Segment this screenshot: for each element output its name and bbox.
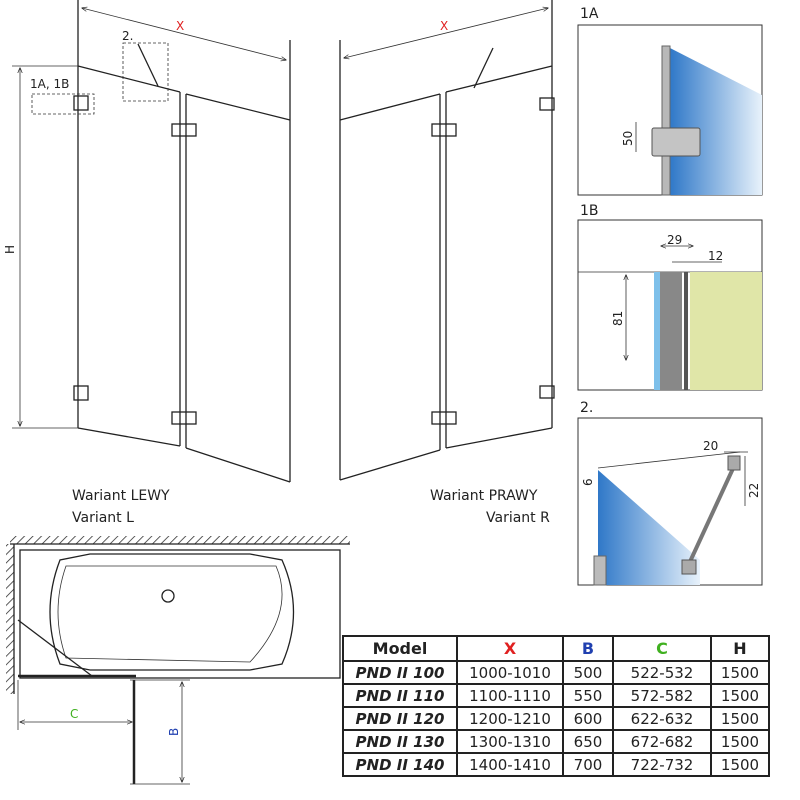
- detail-1b-gap: 12: [708, 249, 723, 263]
- variant-left-title: Wariant LEWY: [72, 488, 170, 504]
- table-row: PND II 130 1300-1310 650 672-682 1500: [342, 729, 770, 754]
- door-hinge: [171, 411, 197, 425]
- cell-model: PND II 110: [342, 683, 458, 708]
- detail-2-dim-b: 22: [747, 483, 761, 498]
- detail-2-dim-c: 6: [581, 478, 595, 486]
- detail-1a-dimension: 50: [621, 131, 635, 146]
- detail-2: 2. 20 22 6: [577, 400, 763, 586]
- cell-h: 1500: [710, 660, 770, 685]
- detail-1a1b-callout: 1A, 1B: [30, 77, 69, 91]
- cell-model: PND II 100: [342, 660, 458, 685]
- cell-b: 700: [562, 752, 614, 777]
- detail-1a-title: 1A: [580, 6, 599, 22]
- header-b: B: [562, 635, 614, 662]
- cell-b: 500: [562, 660, 614, 685]
- cell-c: 722-732: [612, 752, 712, 777]
- cell-model: PND II 120: [342, 706, 458, 731]
- cell-c: 622-632: [612, 706, 712, 731]
- cell-x: 1100-1110: [456, 683, 564, 708]
- cell-b: 600: [562, 706, 614, 731]
- cell-h: 1500: [710, 729, 770, 754]
- wall-hinge: [73, 95, 89, 111]
- cell-b: 550: [562, 683, 614, 708]
- dimension-x-label: X: [176, 19, 184, 33]
- detail-2-title: 2.: [580, 400, 593, 416]
- dimension-x-label-right: X: [440, 19, 448, 33]
- cell-c: 672-682: [612, 729, 712, 754]
- detail-1b-height: 81: [611, 311, 625, 326]
- cell-x: 1400-1410: [456, 752, 564, 777]
- cell-x: 1200-1210: [456, 706, 564, 731]
- header-c: C: [612, 635, 712, 662]
- cell-h: 1500: [710, 683, 770, 708]
- cell-model: PND II 140: [342, 752, 458, 777]
- drain-icon: [161, 589, 175, 603]
- dimension-b-label: B: [167, 728, 181, 736]
- table-row: PND II 120 1200-1210 600 622-632 1500: [342, 706, 770, 731]
- cell-c: 572-582: [612, 683, 712, 708]
- variant-right-subtitle: Variant R: [486, 510, 550, 526]
- table-row: PND II 100 1000-1010 500 522-532 1500: [342, 660, 770, 685]
- bathtub-plan-view: C B: [6, 536, 350, 785]
- cell-c: 522-532: [612, 660, 712, 685]
- variant-left-drawing: X 2. 1A, 1B H Wariant LEWY Variant L: [3, 0, 291, 526]
- table-row: PND II 140 1400-1410 700 722-732 1500: [342, 752, 770, 777]
- detail-1b-title: 1B: [580, 203, 599, 219]
- variant-right-drawing: X Wariant PRAWY Variant R: [339, 0, 555, 526]
- cell-x: 1000-1010: [456, 660, 564, 685]
- dimension-h-label: H: [3, 245, 17, 254]
- dimensions-table: Model X B C H PND II 100 1000-1010 500 5…: [342, 635, 770, 777]
- detail-2-callout: 2.: [122, 29, 133, 43]
- table-row: PND II 110 1100-1110 550 572-582 1500: [342, 683, 770, 708]
- header-x: X: [456, 635, 564, 662]
- detail-1b: 1B 29 12 81: [577, 203, 763, 391]
- variant-left-subtitle: Variant L: [72, 510, 134, 526]
- wall-hinge: [73, 385, 89, 401]
- detail-1a: 1A 50: [577, 6, 763, 196]
- detail-1b-width: 29: [667, 233, 682, 247]
- header-model: Model: [342, 635, 458, 662]
- cell-b: 650: [562, 729, 614, 754]
- variant-right-title: Wariant PRAWY: [430, 488, 538, 504]
- door-hinge: [171, 123, 197, 137]
- detail-2-dim-a: 20: [703, 439, 718, 453]
- cell-x: 1300-1310: [456, 729, 564, 754]
- cell-model: PND II 130: [342, 729, 458, 754]
- cell-h: 1500: [710, 706, 770, 731]
- header-h: H: [710, 635, 770, 662]
- cell-h: 1500: [710, 752, 770, 777]
- dimension-c-label: C: [70, 707, 78, 721]
- table-header-row: Model X B C H: [342, 635, 770, 662]
